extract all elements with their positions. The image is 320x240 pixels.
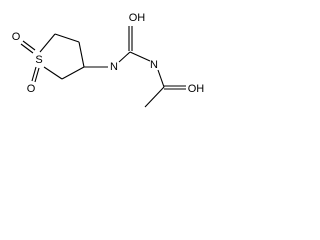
atom-oxygen-s-bottom: O: [27, 83, 36, 95]
atom-labels: S O O N OH N OH: [12, 12, 205, 95]
bond-n-c-acetyl: [157, 69, 165, 88]
bond-ring-s-c5: [39, 33, 56, 53]
atom-oxygen-acetyl: OH: [188, 83, 205, 95]
bond-ring-c3-c2: [61, 66, 85, 80]
bond-s-o-bottom-b: [34, 67, 40, 83]
bond-c-urea-n: [129, 51, 151, 62]
bond-n-c-urea: [118, 51, 131, 63]
atom-sulfur: S: [35, 54, 42, 66]
bond-s-o-top-b: [22, 40, 36, 51]
atom-nitrogen-acyl-side: N: [150, 59, 158, 71]
bond-s-o-bottom-a: [31, 66, 37, 82]
bond-s-o-top-a: [20, 43, 34, 54]
bond-ring-c4-c3: [78, 41, 85, 68]
bond-ring-c5-c4: [54, 33, 80, 43]
bonds: [20, 26, 186, 108]
atom-oxygen-urea: OH: [129, 12, 146, 24]
atom-oxygen-s-top: O: [12, 31, 21, 43]
chemical-structure: S O O N OH N OH: [12, 12, 205, 108]
bond-ring-c2-s: [43, 66, 63, 80]
atom-nitrogen-ring-side: N: [110, 61, 118, 73]
bond-c-acetyl-methyl: [144, 86, 165, 108]
